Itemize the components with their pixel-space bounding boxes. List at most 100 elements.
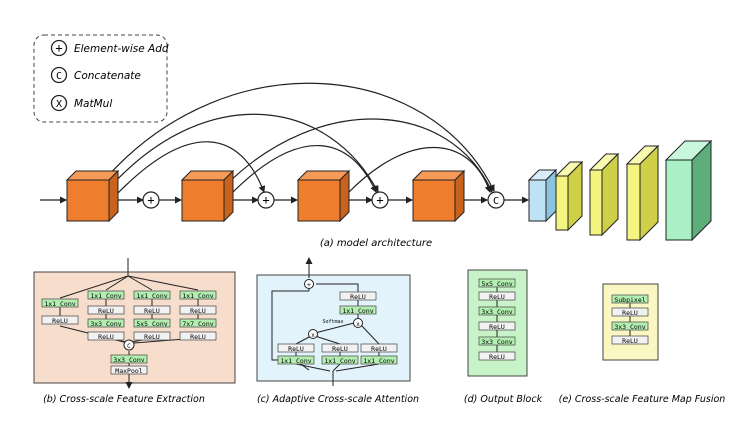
b-col3-relu2-label: ReLU [144, 333, 160, 341]
e-layer-4 [611, 335, 649, 345]
feature-cube-1 [65, 169, 120, 223]
b-col1-conv [41, 298, 79, 308]
output-green-slab [664, 139, 713, 242]
c-branch2-relu [321, 343, 359, 353]
c-matmul-symbol-1: x [356, 321, 360, 328]
panel-cross-scale-feature-map-fusion: Subpixel ReLU 3x3 Conv ReLU (e) Cross-sc… [559, 283, 726, 405]
model-architecture: + + + C [40, 82, 713, 249]
b-col1-relu [41, 315, 79, 325]
c-branch1-conv [277, 355, 315, 365]
panel-adaptive-cross-scale-attention: + ReLU 1x1 Conv Softmax x x ReLU 1x1 Con… [256, 257, 419, 405]
b-concat-symbol: C [127, 342, 131, 350]
panel-b-caption: (b) Cross-scale Feature Extraction [43, 394, 205, 405]
add-node-2 [257, 191, 275, 209]
c-branch3-conv-label: 1x1 Conv [363, 357, 394, 365]
b-tail-conv-label: 3x3 Conv [113, 356, 144, 364]
c-branch3-relu-label: ReLU [371, 345, 387, 353]
d-layer-4 [478, 321, 516, 331]
add-node-1 [142, 191, 160, 209]
c-matmul-symbol-2: x [311, 332, 315, 339]
b-col3-relu2 [133, 331, 171, 341]
c-branch1-relu [277, 343, 315, 353]
output-yellow-slab-2 [588, 152, 620, 237]
legend-add-label: Element-wise Add [74, 43, 169, 55]
b-col4-relu1 [179, 305, 217, 315]
legend: + Element-wise Add C Concatenate X MatMu… [33, 34, 169, 123]
add-node-3-symbol: + [376, 193, 383, 207]
b-col3-conv1-label: 1x1 Conv [136, 292, 167, 300]
feature-cube-3 [296, 169, 351, 223]
b-col4-relu1-label: ReLU [190, 307, 206, 315]
b-col4-conv1 [179, 290, 217, 300]
c-top-conv-label: 1x1 Conv [342, 307, 373, 315]
b-col1-conv-label: 1x1 Conv [44, 300, 75, 308]
c-top-relu [339, 291, 377, 301]
d-layer-2-label: ReLU [489, 293, 505, 301]
b-col2-relu1-label: ReLU [98, 307, 114, 315]
e-layer-1-label: Subpixel [614, 296, 645, 304]
c-add-symbol: + [307, 281, 311, 289]
legend-add-symbol: + [55, 41, 62, 55]
d-layer-1 [478, 278, 516, 288]
b-col4-conv2 [179, 318, 217, 328]
b-col2-relu1 [87, 305, 125, 315]
e-layer-3-label: 3x3 Conv [614, 323, 645, 331]
e-layer-1 [611, 294, 649, 304]
d-layer-5-label: 3x3 Conv [481, 338, 512, 346]
d-layer-1-label: 5x5 Conv [481, 280, 512, 288]
add-node-2-symbol: + [262, 193, 269, 207]
matmul-icon [50, 94, 68, 112]
d-layer-3 [478, 306, 516, 316]
output-yellow-slab-3 [625, 144, 660, 242]
c-softmax-label: Softmax [322, 319, 343, 325]
b-tail-maxpool [110, 365, 148, 375]
c-top-relu-label: ReLU [350, 293, 366, 301]
c-add-node [304, 279, 314, 289]
legend-concat-symbol: C [56, 71, 62, 82]
c-branch2-relu-label: ReLU [332, 345, 348, 353]
d-layer-3-label: 3x3 Conv [481, 308, 512, 316]
d-layer-2 [478, 291, 516, 301]
d-layer-5 [478, 336, 516, 346]
e-layer-2-label: ReLU [622, 309, 638, 317]
c-branch1-conv-label: 1x1 Conv [280, 357, 311, 365]
c-matmul-node-2 [308, 329, 318, 339]
legend-box [33, 34, 168, 123]
feature-cube-4 [411, 169, 466, 223]
concat-icon [50, 66, 68, 84]
add-node-3 [371, 191, 389, 209]
c-branch3-conv [360, 355, 398, 365]
b-col2-conv1-label: 1x1 Conv [90, 292, 121, 300]
b-col2-conv1 [87, 290, 125, 300]
legend-matmul-label: MatMul [74, 98, 112, 110]
b-tail-maxpool-label: MaxPool [115, 367, 142, 375]
c-branch2-conv [321, 355, 359, 365]
b-col3-conv2-label: 5x5 Conv [136, 320, 167, 328]
c-branch1-relu-label: ReLU [288, 345, 304, 353]
d-layer-6 [478, 351, 516, 361]
output-yellow-slab-1 [554, 160, 584, 232]
c-matmul-node-1 [353, 318, 363, 328]
skip-connections [105, 82, 495, 194]
b-col3-relu1 [133, 305, 171, 315]
add-icon [50, 39, 68, 57]
panel-c-caption: (c) Adaptive Cross-scale Attention [257, 394, 419, 405]
b-col2-conv2-label: 3x3 Conv [90, 320, 121, 328]
b-tail-conv [110, 354, 148, 364]
e-layer-2 [611, 307, 649, 317]
b-col2-relu2-label: ReLU [98, 333, 114, 341]
b-col1-relu-label: ReLU [52, 317, 68, 325]
panel-d-caption: (d) Output Block [464, 394, 543, 405]
feature-cube-2 [180, 169, 235, 223]
b-col3-conv1 [133, 290, 171, 300]
b-col4-relu2-label: ReLU [190, 333, 206, 341]
b-col2-conv2 [87, 318, 125, 328]
output-blue-slab [527, 168, 558, 223]
e-layer-4-label: ReLU [622, 337, 638, 345]
panel-e-caption: (e) Cross-scale Feature Map Fusion [559, 394, 726, 405]
c-branch2-conv-label: 1x1 Conv [324, 357, 355, 365]
panel-cross-scale-feature-extraction: 1x1 Conv ReLU 1x1 Conv ReLU 3x3 Conv ReL… [33, 258, 236, 405]
legend-matmul-symbol: X [56, 99, 62, 110]
b-col4-relu2 [179, 331, 217, 341]
